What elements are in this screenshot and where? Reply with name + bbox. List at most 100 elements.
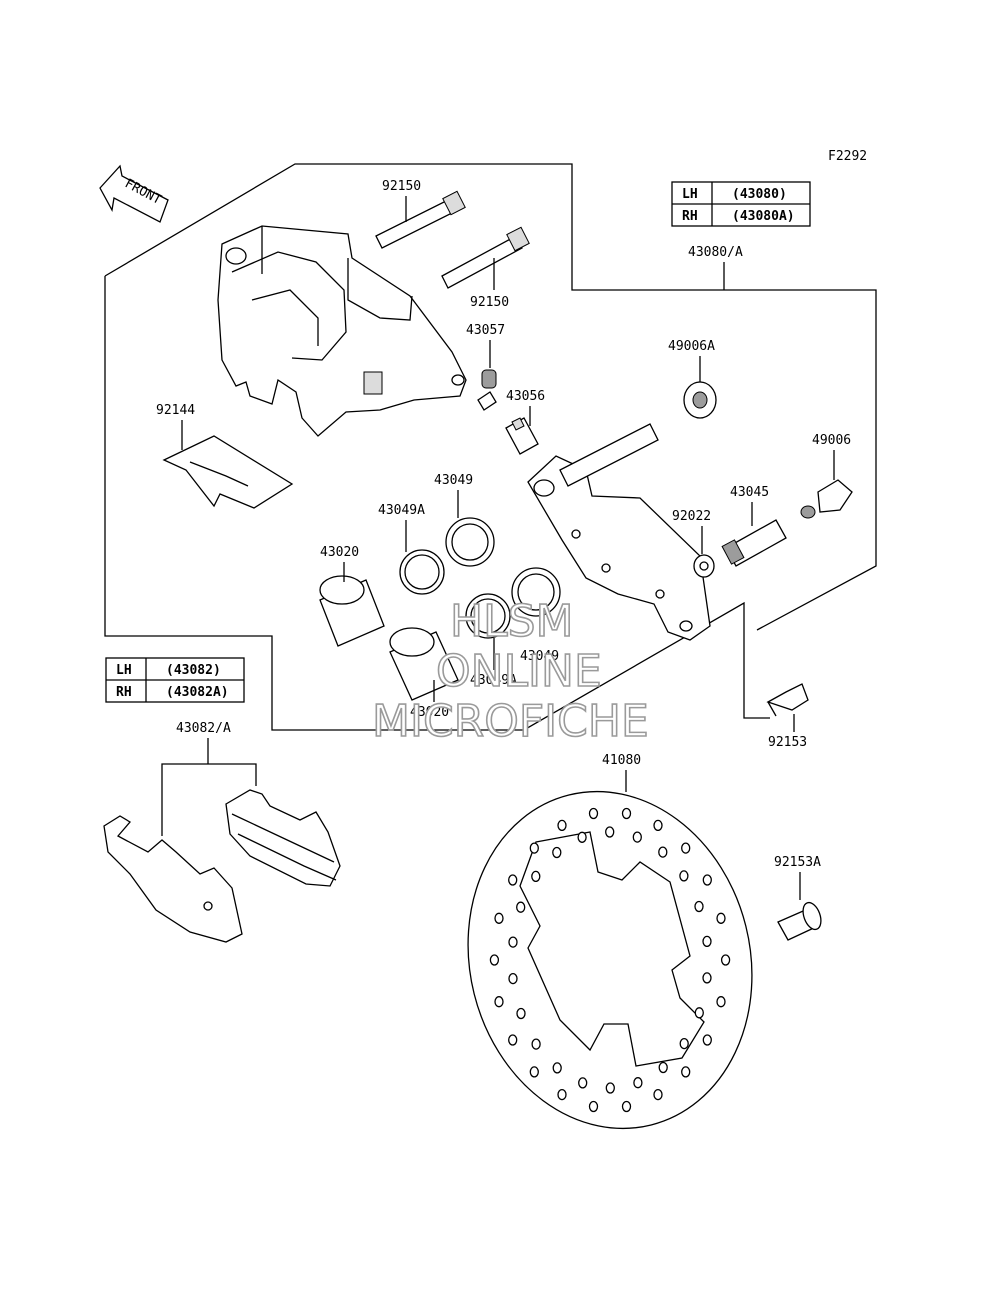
boot xyxy=(800,479,853,519)
disc-hole xyxy=(577,831,587,843)
disc-hole xyxy=(494,912,504,924)
callout-seal-outer: 43049 xyxy=(434,473,473,488)
disc-hole xyxy=(531,870,541,883)
disc-hole xyxy=(605,826,615,838)
brake-disc xyxy=(467,790,753,1130)
callout-pad-assy: 43082/A xyxy=(176,721,231,736)
disc-hole xyxy=(702,935,712,948)
caliper-assy-outline-left xyxy=(104,276,770,731)
callout-boot: 49006 xyxy=(812,433,851,448)
caliper-table-side-rh: RH xyxy=(682,209,698,224)
seal-outer xyxy=(445,517,495,567)
disc-hole xyxy=(694,900,704,913)
piston-2 xyxy=(389,627,459,701)
disc-hole xyxy=(531,1038,541,1050)
disc-hole xyxy=(658,1061,668,1074)
slide-pin-upper xyxy=(375,190,466,249)
seal-outer-2 xyxy=(511,567,561,617)
caliper-table-part-rh: (43080A) xyxy=(732,209,795,224)
disc-hole xyxy=(508,874,518,886)
pad-table-part-rh: (43082A) xyxy=(166,685,229,700)
callout-spring: 43057 xyxy=(466,323,505,338)
callout-boot-a: 49006A xyxy=(668,339,715,354)
pad-table-side-lh: LH xyxy=(116,663,132,678)
disc-hole xyxy=(716,996,726,1008)
pad-table: LH (43082) RH (43082A) xyxy=(105,657,245,703)
disc-hole xyxy=(658,846,668,858)
callout-pin-upper: 92150 xyxy=(382,179,421,194)
disc-hole xyxy=(552,846,562,859)
bracket-bolt xyxy=(766,683,809,717)
disc-hole xyxy=(552,1062,562,1074)
bleeder-valve xyxy=(505,417,539,455)
disc-hole xyxy=(633,1077,643,1089)
disc-hole xyxy=(621,1100,632,1113)
front-arrow-icon: FRONT xyxy=(99,164,169,223)
disc-hole xyxy=(716,912,726,924)
pin-bolt xyxy=(721,519,787,567)
disc-hole xyxy=(489,954,500,966)
callout-pin-bolt: 43045 xyxy=(730,485,769,500)
callout-piston-2: 43020 xyxy=(410,705,449,720)
disc-hole xyxy=(720,954,731,966)
boot-a xyxy=(683,381,717,419)
caliper-bracket xyxy=(527,423,711,641)
disc-hole xyxy=(679,1037,689,1050)
disc-hole xyxy=(529,842,539,854)
disc-holes xyxy=(489,807,731,1113)
disc-hole xyxy=(605,1082,615,1094)
seal-inner xyxy=(399,549,445,595)
disc-hole xyxy=(588,1100,599,1113)
pad-table-part-lh: (43082) xyxy=(166,663,221,678)
watermark-line-1: HLSM xyxy=(450,596,574,647)
caliper-assy-outline xyxy=(104,163,877,631)
disc-hole xyxy=(516,1007,526,1020)
disc-hole xyxy=(508,1034,518,1046)
figure-code: F2292 xyxy=(828,149,867,164)
callout-bracket-bolt: 92153 xyxy=(768,735,807,750)
disc-hole xyxy=(516,901,526,913)
piston xyxy=(319,575,385,647)
disc-hole xyxy=(632,831,642,843)
callout-seal-inner-2: 43049A xyxy=(470,673,517,688)
disc-hole xyxy=(702,972,712,984)
disc-hole xyxy=(653,1088,663,1101)
callout-washer: 92022 xyxy=(672,509,711,524)
disc-hole xyxy=(557,1088,567,1101)
caliper-body xyxy=(217,225,467,437)
disc-hole xyxy=(621,807,632,820)
disc-hole xyxy=(702,1034,712,1046)
disc-bolt xyxy=(777,901,822,941)
disc-hole xyxy=(578,1077,588,1089)
callout-disc-bolt: 92153A xyxy=(774,855,821,870)
watermark-line-3: MICROFICHE xyxy=(372,696,649,747)
callout-pin-lower: 92150 xyxy=(470,295,509,310)
disc-hole xyxy=(494,996,504,1008)
washer xyxy=(693,554,715,578)
disc-hole xyxy=(529,1066,539,1078)
callout-seal-outer-2: 43049 xyxy=(520,649,559,664)
watermark-line-2: ONLINE xyxy=(436,646,602,697)
disc-hole xyxy=(694,1007,704,1019)
callout-pad-spring: 92144 xyxy=(156,403,195,418)
caliper-table-part-lh: (43080) xyxy=(732,187,787,202)
seal-inner-2 xyxy=(465,593,511,639)
disc-hole xyxy=(508,936,518,948)
disc-hole xyxy=(679,870,689,882)
callout-seal-inner: 43049A xyxy=(378,503,425,518)
disc-hole xyxy=(702,874,712,886)
pad-spring xyxy=(162,435,294,509)
brake-pad-friction xyxy=(225,789,341,887)
disc-hole xyxy=(508,972,518,985)
pad-table-side-rh: RH xyxy=(116,685,132,700)
callout-caliper-assy: 43080/A xyxy=(688,245,743,260)
caliper-table: LH (43080) RH (43080A) xyxy=(671,181,811,227)
caliper-table-side-lh: LH xyxy=(682,187,698,202)
disc-hole xyxy=(557,819,567,832)
disc-hole xyxy=(653,819,663,832)
disc-hole xyxy=(681,842,691,854)
brake-pad-backing xyxy=(103,815,243,943)
disc-hole xyxy=(588,807,599,820)
callout-bleeder: 43056 xyxy=(506,389,545,404)
